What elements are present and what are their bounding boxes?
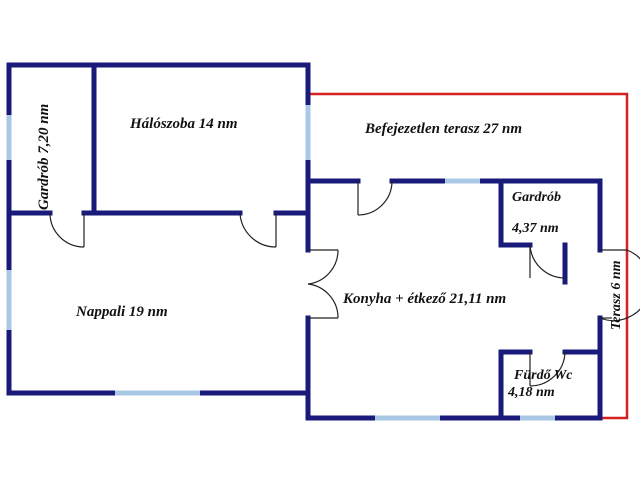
door-haloszoba [239, 212, 277, 248]
door-gardrob-small [529, 244, 566, 279]
terrace-outline [308, 92, 629, 420]
label-gardrob-small: Gardrób [512, 190, 561, 205]
walls [6, 62, 603, 421]
door-furdo [529, 351, 566, 387]
label-terasz: Terasz 6 nm [609, 260, 624, 330]
label-gardrob-left: Gardrób 7,20 nm [36, 104, 52, 210]
label-nappali: Nappali 19 nm [75, 304, 168, 320]
room-labels: Gardrób 7,20 nm Hálószoba 14 nm Befejeze… [36, 104, 624, 400]
label-furdo: Fürdő Wc [513, 368, 573, 383]
label-haloszoba: Hálószoba 14 nm [129, 116, 238, 132]
label-konyha: Konyha + étkező 21,11 nm [342, 291, 506, 307]
windows [6, 105, 555, 421]
door-gardrob-left [49, 212, 85, 248]
label-befejezetlen-terasz: Befejezetlen terasz 27 nm [364, 121, 522, 137]
label-furdo-area: 4,18 nm [507, 385, 555, 400]
label-gardrob-small-area: 4,37 nm [511, 221, 559, 236]
door-double-nappali-konyha [307, 249, 339, 319]
door-befejezetlen-terasz [357, 180, 393, 216]
